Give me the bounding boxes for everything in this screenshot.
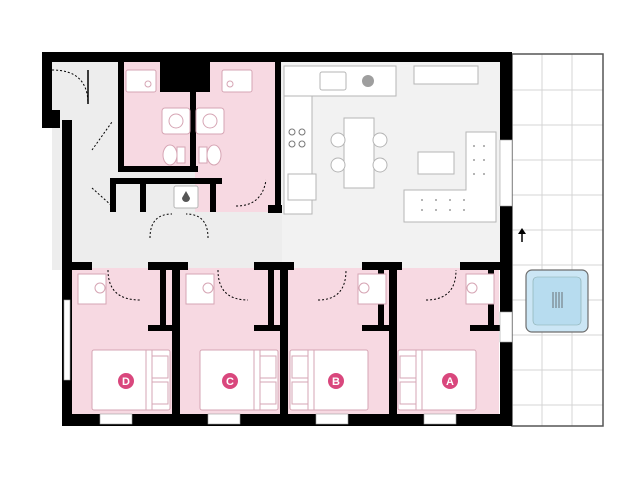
bedroom-label: C (226, 376, 234, 388)
bedroom-label-badge (118, 373, 134, 389)
bedroom-label: B (332, 376, 340, 388)
kitchen (283, 65, 479, 215)
bedroom-label: D (122, 376, 130, 388)
stove-icon (288, 128, 306, 148)
doors[interactable] (51, 69, 457, 301)
bedroom-label-badge (328, 373, 344, 389)
terrace (511, 53, 604, 427)
bedroom-d: D (77, 273, 171, 411)
living-room-sofa (403, 131, 497, 223)
bedroom-label-badge (222, 373, 238, 389)
walls (42, 52, 512, 426)
hot-tub-grate-icon (552, 292, 563, 308)
bedroom-a: A (397, 273, 495, 411)
bedroom-label: A (446, 376, 454, 388)
windows (63, 139, 513, 425)
laundry-icon (173, 185, 199, 209)
bedroom-b: B (289, 273, 387, 411)
up-arrow-icon (518, 228, 526, 242)
bedroom-c: C (185, 273, 279, 411)
dining-table (330, 117, 388, 189)
bathroom-fixtures (125, 69, 253, 166)
bedroom-label-badge (442, 373, 458, 389)
